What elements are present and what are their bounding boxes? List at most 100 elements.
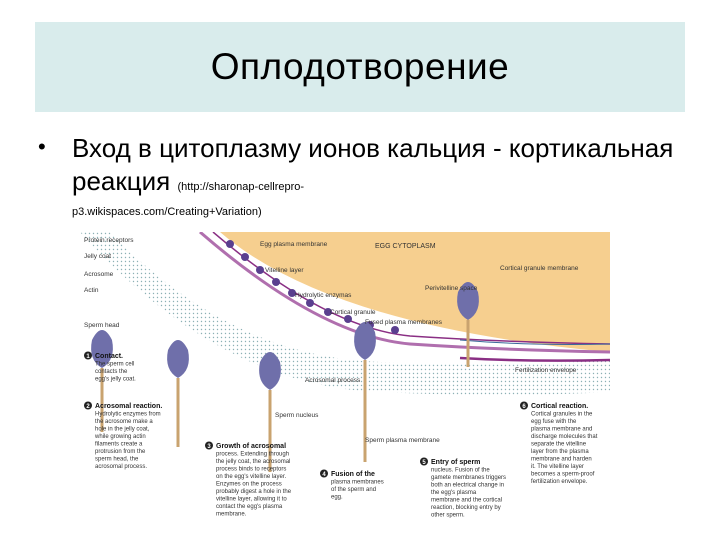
- bullet-dot-icon: •: [38, 134, 46, 159]
- step-line: Hydrolytic enzymes from: [95, 412, 161, 418]
- step-line: contact the egg's plasma: [216, 504, 283, 510]
- step-line: plasma membranes: [331, 480, 384, 486]
- bullet-block: • Вход в цитоплазму ионов кальция - корт…: [38, 132, 688, 218]
- step-title: Fusion of the: [331, 471, 375, 478]
- step-2: 2 Acrosomal reaction. Hydrolytic enzymes f…: [84, 401, 162, 470]
- step-line: of the sperm and: [331, 487, 376, 493]
- step-line: reaction, blocking entry by: [431, 505, 501, 511]
- step-line: while growing actin: [94, 434, 146, 440]
- label-vitelline-layer: Vitelline layer: [265, 267, 304, 274]
- step-line: vitelline layer, allowing it to: [216, 497, 287, 503]
- label-acrosome: Acrosome: [84, 271, 114, 278]
- title-band: Оплодотворение: [35, 22, 685, 112]
- step-line: process. Extending through: [216, 452, 289, 458]
- cortical-granules: [226, 240, 399, 334]
- step-line: egg fuse with the: [531, 419, 577, 425]
- step-line: membrane and the cortical: [431, 498, 502, 504]
- step-title: Contact.: [95, 353, 123, 360]
- step-line: the egg's plasma: [431, 490, 477, 496]
- step-number-badge: [205, 441, 213, 450]
- label-sperm-nucleus: Sperm nucleus: [275, 412, 319, 419]
- step-line: The sperm cell: [95, 362, 134, 368]
- source-link-part1: (http://sharonap-cellrepro-: [177, 181, 305, 193]
- sperm-5: [457, 282, 479, 367]
- sperm-2: [167, 340, 189, 447]
- step-line: separate the vitelline: [531, 442, 587, 448]
- step-line: egg.: [331, 495, 343, 501]
- label-cortical-granule-membrane: Cortical granule membrane: [500, 265, 579, 272]
- label-protein-receptors: Protein receptors: [84, 237, 134, 244]
- step-line: contacts the: [95, 369, 128, 375]
- step-title: Cortical reaction.: [531, 403, 588, 410]
- step-number: 4: [322, 472, 326, 478]
- step-number: 5: [422, 460, 426, 466]
- sperm-3: [259, 352, 281, 472]
- step-line: filaments create a: [95, 442, 143, 448]
- step-number-badge: [520, 401, 528, 410]
- vitelline-layer: [199, 232, 610, 354]
- source-link-part2: p3.wikispaces.com/Creating+Variation): [72, 206, 262, 218]
- step-number: 3: [207, 444, 211, 450]
- slide-title: Оплодотворение: [210, 46, 510, 87]
- label-perivitelline-space: Perivitelline space: [425, 285, 478, 292]
- step-5: 5 Entry of sperm nucleus. Fusion of thegam…: [420, 457, 506, 519]
- label-fused-plasma-membranes: Fused plasma membranes: [365, 319, 443, 326]
- step-number-badge: [84, 401, 92, 410]
- jelly-coat: [80, 232, 610, 395]
- label-fertilization-envelope: Fertilization envelope: [515, 367, 577, 374]
- step-number: 1: [86, 354, 90, 360]
- step-line: egg's jelly coat.: [95, 377, 136, 383]
- label-sperm-head: Sperm head: [84, 322, 120, 329]
- step-line: Cortical granules in the: [531, 412, 593, 418]
- label-cortical-granule: Cortical granule: [330, 309, 376, 316]
- step-number: 2: [86, 404, 90, 410]
- sperm-1: [91, 330, 113, 432]
- perivitelline-space: [459, 339, 610, 345]
- label-egg-plasma-membrane: Egg plasma membrane: [260, 241, 328, 248]
- step-line: nucleus. Fusion of the: [431, 468, 490, 474]
- label-egg-cytoplasm: EGG CYTOPLASM: [375, 243, 436, 250]
- step-line: it. The vitelline layer: [531, 464, 584, 470]
- fertilization-envelope: [459, 356, 610, 362]
- step-line: the acrosome make a: [95, 419, 153, 425]
- step-line: sperm head, the: [95, 457, 139, 463]
- step-line: the jelly coat, the acrosomal: [216, 459, 290, 465]
- step-line: process binds to receptors: [216, 467, 286, 473]
- step-line: both an electrical change in: [431, 483, 504, 489]
- step-line: acrosomal process.: [95, 464, 147, 470]
- step-line: on the egg's vitelline layer.: [216, 474, 287, 480]
- step-title: Acrosomal reaction.: [95, 403, 162, 410]
- step-number-badge: [320, 469, 328, 478]
- label-sperm-plasma-membrane: Sperm plasma membrane: [365, 437, 440, 444]
- label-acrosomal-process: Acrosomal process: [305, 377, 361, 384]
- step-number-badge: [84, 351, 92, 360]
- label-jelly-coat: Jelly coat: [84, 253, 111, 260]
- step-line: protrusion from the: [95, 449, 146, 455]
- label-hydrolytic-enzymas: Hydrolytic enzymas: [295, 292, 352, 299]
- step-line: probably digest a hole in the: [216, 489, 292, 495]
- step-line: becomes a sperm-proof: [531, 472, 595, 478]
- step-line: membrane.: [216, 512, 247, 518]
- step-line: layer from the plasma: [531, 449, 589, 455]
- step-line: other sperm.: [431, 513, 465, 519]
- sperm-4: [354, 322, 376, 462]
- label-actin: Actin: [84, 287, 99, 294]
- step-6: 6 Cortical reaction. Cortical granules in …: [520, 401, 598, 485]
- step-title: Entry of sperm: [431, 459, 480, 466]
- step-line: discharge molecules that: [531, 434, 598, 440]
- bullet-text: Вход в цитоплазму ионов кальция - кортик…: [72, 133, 674, 196]
- step-line: gamete membranes triggers: [431, 475, 506, 481]
- step-line: Enzymes on the process: [216, 482, 282, 488]
- fertilization-diagram: Protein receptors Jelly coat Acrosome Ac…: [80, 232, 610, 519]
- egg-cytoplasm: [220, 232, 610, 352]
- step-number-badge: [420, 457, 428, 466]
- step-line: fertilization envelope.: [531, 479, 588, 485]
- step-line: hole in the jelly coat,: [95, 427, 150, 433]
- step-number: 6: [522, 404, 526, 410]
- step-3: 3 Growth of acrosomal process. Extending t…: [205, 441, 292, 518]
- step-line: plasma membrane and: [531, 427, 592, 433]
- step-title: Growth of acrosomal: [216, 443, 286, 450]
